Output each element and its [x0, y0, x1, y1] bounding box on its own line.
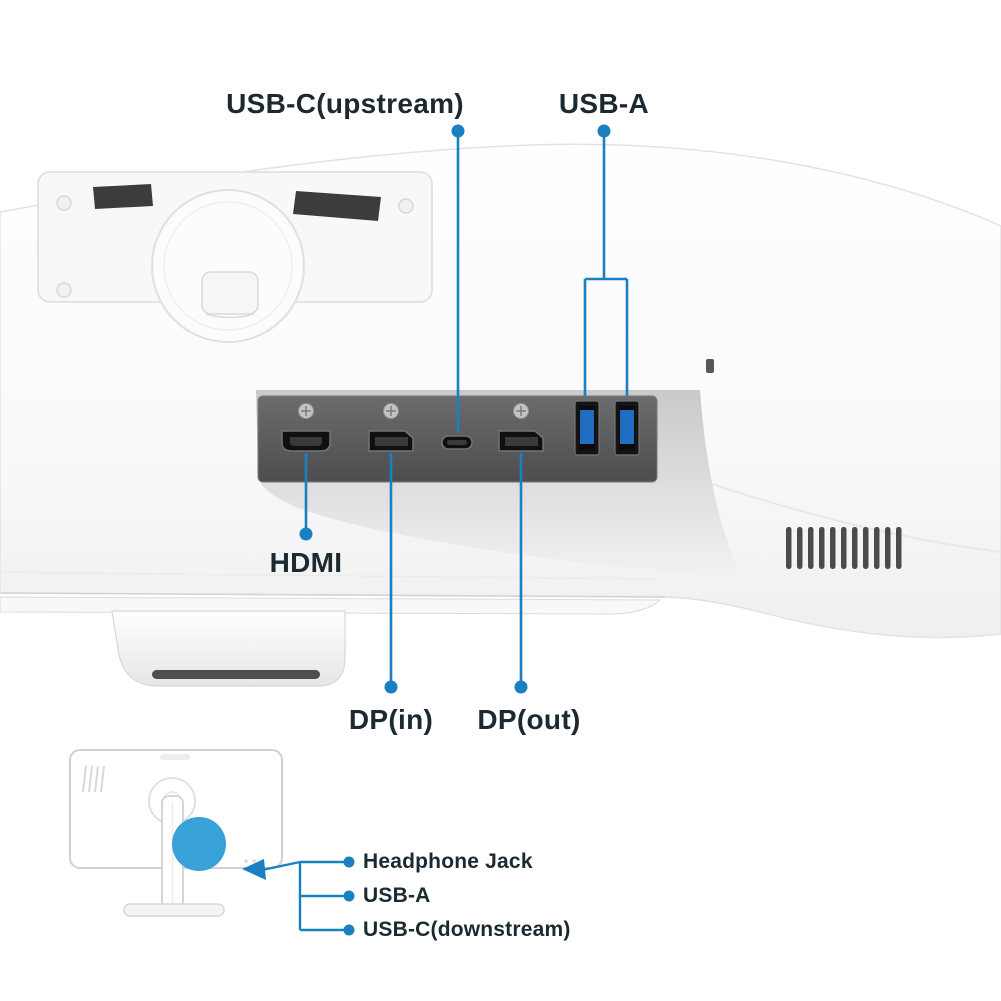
- side-ports-callout: [242, 856, 355, 936]
- bracket-lines: [298, 860, 344, 932]
- vesa-screw-hole: [56, 282, 72, 298]
- callout-dot: [514, 680, 528, 694]
- usb-c-upstream-label: USB-C(upstream): [226, 88, 464, 119]
- hdmi-label: HDMI: [269, 547, 343, 578]
- callout-dot: [299, 527, 313, 541]
- hdmi-callout: [299, 453, 313, 541]
- usb-a-side-label: USB-A: [363, 884, 431, 907]
- vesa-slot-left: [93, 184, 153, 209]
- vesa-slot-right: [293, 191, 381, 221]
- callout-dot: [451, 124, 465, 138]
- usb-c-downstream-label: USB-C(downstream): [363, 918, 571, 941]
- arrow-shaft: [261, 860, 301, 872]
- chassis-screw-slot: [706, 359, 714, 373]
- headphone-jack-label: Headphone Jack: [363, 850, 533, 873]
- callout-dot: [343, 924, 355, 936]
- panel-screw: [383, 403, 399, 419]
- panel-screw: [513, 403, 529, 419]
- dp-in-label: DP(in): [348, 704, 434, 735]
- speaker-grille: [786, 527, 902, 569]
- arrow-head-icon: [242, 859, 266, 880]
- side-view-monitor: [69, 749, 283, 917]
- usb-a-port-1: [574, 400, 600, 456]
- callout-dot: [343, 890, 355, 902]
- callout-dot: [384, 680, 398, 694]
- usb-a-port-2: [614, 400, 640, 456]
- stand-base: [123, 903, 225, 917]
- dp-out-callout: [514, 453, 528, 694]
- vesa-screw-hole: [398, 198, 414, 214]
- vesa-screw-hole: [56, 195, 72, 211]
- vesa-mount-plate: [37, 171, 433, 343]
- vent-lines: [82, 765, 105, 793]
- usb-c-port: [441, 435, 473, 450]
- bezel-sliver: [0, 596, 662, 615]
- stand-cover-strip: [152, 670, 320, 679]
- vesa-circle-inner: [163, 201, 293, 331]
- dp-in-port: [368, 430, 414, 452]
- ports-highlight-circle: [172, 817, 226, 871]
- usb-a-callout: [583, 124, 629, 396]
- callout-dot: [597, 124, 611, 138]
- dp-out-label: DP(out): [477, 704, 581, 735]
- usb-c-upstream-callout: [451, 124, 465, 433]
- dp-in-callout: [384, 453, 398, 694]
- port-panel: [257, 395, 658, 483]
- callout-dot: [343, 856, 355, 868]
- stand-release-tab: [201, 271, 259, 315]
- main-callouts: [299, 124, 629, 694]
- body-bottom-edge: [0, 592, 666, 598]
- hdmi-port: [281, 430, 331, 452]
- dp-out-port: [498, 430, 544, 452]
- panel-screw: [298, 403, 314, 419]
- usb-a-top-label: USB-A: [558, 88, 650, 119]
- brand-mark: [160, 754, 190, 760]
- body-crease-line: [0, 571, 656, 580]
- vesa-circle: [151, 189, 305, 343]
- stand-mount-cover: [111, 610, 346, 687]
